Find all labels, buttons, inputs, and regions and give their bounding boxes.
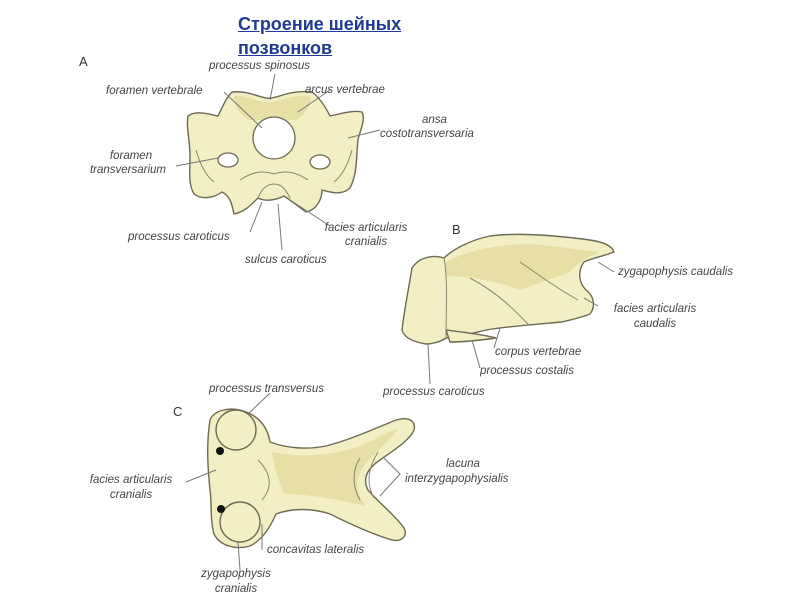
label-corpus-vertebrae: corpus vertebrae xyxy=(495,346,582,358)
label-ansa-line1: ansa xyxy=(422,114,447,126)
vertebra-c-figure xyxy=(206,408,416,549)
vertebra-c-body-shading xyxy=(272,428,398,506)
processus-costalis-spur xyxy=(445,329,497,343)
label-lacuna-line2: interzygapophysialis xyxy=(405,473,509,485)
label-zygapophysis-cranialis-line2: cranialis xyxy=(214,583,258,595)
label-facies-articularis-cranialis-a-line1: facies articularis xyxy=(324,222,408,234)
zygapophysis-cranialis-upper xyxy=(215,409,257,451)
title-line-2: позвонков xyxy=(238,38,333,58)
foramen-vertebrale-shape xyxy=(252,116,296,160)
label-foramen-transversarium-line2: transversarium xyxy=(89,164,167,176)
label-foramen-vertebrale: foramen vertebrale xyxy=(106,85,203,97)
label-facies-articularis-caudalis-line2: caudalis xyxy=(633,318,677,330)
vertebra-a-figure xyxy=(186,90,365,215)
panel-letter-c: C xyxy=(173,404,183,419)
label-facies-articularis-cranialis-c-line1: facies articularis xyxy=(89,474,173,486)
vertebra-b-side-shading xyxy=(446,244,600,290)
panel-letter-b: B xyxy=(452,222,461,237)
arcus-vertebrae-shading xyxy=(234,95,311,120)
label-processus-spinosus: processus spinosus xyxy=(209,60,310,72)
label-processus-caroticus-a: processus caroticus xyxy=(128,231,230,243)
label-zygapophysis-caudalis: zygapophysis caudalis xyxy=(618,266,734,278)
label-foramen-transversarium-line1: foramen xyxy=(109,150,153,162)
label-facies-articularis-cranialis-c-line2: cranialis xyxy=(109,489,153,501)
label-sulcus-caroticus: sulcus caroticus xyxy=(245,254,327,266)
label-arcus-vertebrae: arcus vertebrae xyxy=(305,84,385,96)
panel-letter-a: A xyxy=(79,54,88,69)
title-line-1: Строение шейных xyxy=(238,14,402,34)
label-zygapophysis-cranialis-line1: zygapophysis xyxy=(201,568,271,580)
label-processus-transversus: processus transversus xyxy=(209,383,325,395)
foramen-dot-upper xyxy=(216,447,224,455)
label-facies-articularis-cranialis-a-line2: cranialis xyxy=(344,236,388,248)
label-concavitas-lateralis: concavitas lateralis xyxy=(267,544,365,556)
vertebra-b-figure xyxy=(401,233,615,345)
zygapophysis-cranialis-lower xyxy=(219,501,261,543)
label-processus-costalis: processus costalis xyxy=(480,365,574,377)
label-ansa-line2: costotransversaria xyxy=(380,128,474,140)
leader-lines xyxy=(175,73,615,571)
foramen-transversarium-left xyxy=(217,152,239,168)
foramen-dot-lower xyxy=(217,505,225,513)
label-facies-articularis-caudalis-line1: facies articularis xyxy=(613,303,697,315)
foramen-transversarium-right xyxy=(309,154,331,170)
label-lacuna-line1: lacuna xyxy=(446,458,480,470)
label-processus-caroticus-b: processus caroticus xyxy=(383,386,485,398)
